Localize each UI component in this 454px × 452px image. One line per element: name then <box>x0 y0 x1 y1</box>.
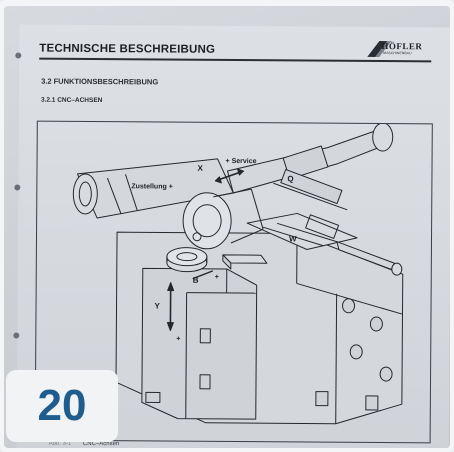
grinding-wheel <box>182 192 232 250</box>
zustellung-label: Zustellung + <box>131 183 172 190</box>
w-axis-label: W <box>289 234 297 243</box>
section-heading: 3.2 FUNKTIONSBESCHREIBUNG <box>41 76 159 87</box>
company-logo-icon <box>367 41 392 58</box>
page-number-badge: 20 <box>6 370 118 442</box>
y-column <box>141 267 258 420</box>
figure-box: X + Service Zustellung + Q W B + Y + <box>34 120 433 444</box>
y-plus-label: + <box>176 336 180 343</box>
b-plus-label: + <box>215 274 219 281</box>
subsection-heading: 3.2.1 CNC–ACHSEN <box>40 96 103 105</box>
y-axis-label: Y <box>155 301 161 310</box>
cnc-axes-diagram: X + Service Zustellung + Q W B + Y + <box>72 122 404 425</box>
page-number: 20 <box>37 381 87 430</box>
x-axis-label: X <box>197 164 203 173</box>
logo-text: HÖFLER <box>381 41 423 52</box>
logo-subtext: MASCHINENBAU <box>383 51 412 56</box>
binder-hole <box>14 184 21 191</box>
binder-hole <box>13 332 20 339</box>
service-label: + Service <box>226 158 257 165</box>
binder-hole <box>15 52 22 59</box>
q-axis-label: Q <box>287 174 293 183</box>
document-photo: TECHNISCHE BESCHREIBUNG HÖFLER MASCHINEN… <box>4 6 450 448</box>
document-page: TECHNISCHE BESCHREIBUNG HÖFLER MASCHINEN… <box>13 24 450 448</box>
header-title: TECHNISCHE BESCHREIBUNG <box>39 42 216 56</box>
b-axis-label: B <box>193 276 199 285</box>
